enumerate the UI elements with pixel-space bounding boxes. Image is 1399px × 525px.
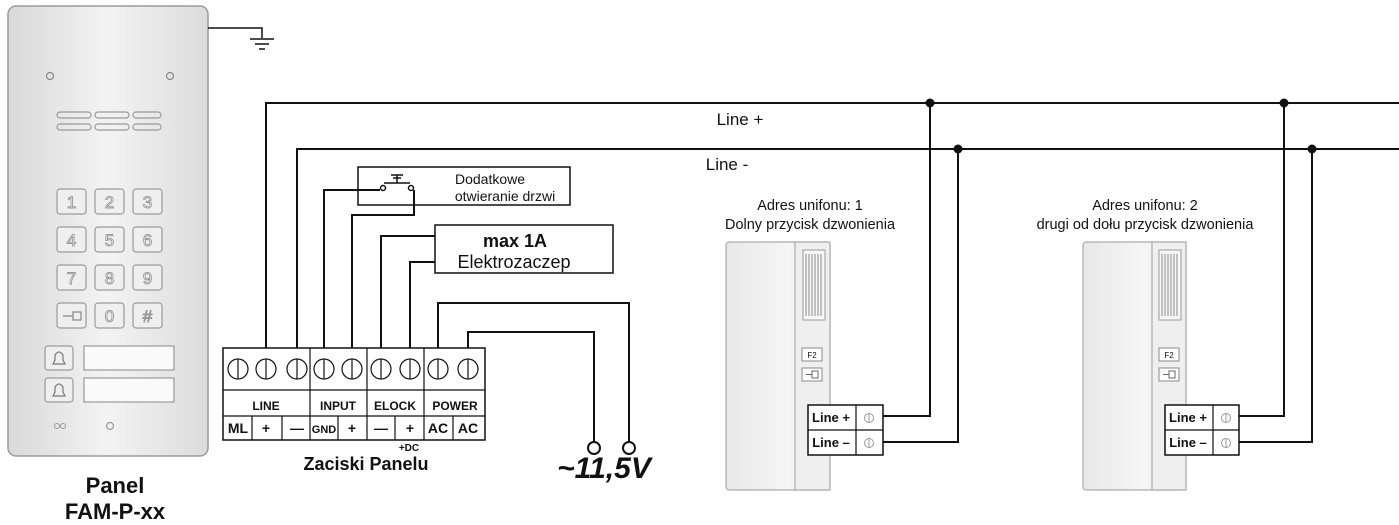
bell-icon bbox=[52, 351, 66, 365]
key-icon bbox=[63, 311, 82, 321]
terminal-pin-label: AC bbox=[458, 420, 478, 436]
panel-title-line1: Panel bbox=[86, 473, 145, 498]
call-button-2[interactable] bbox=[44, 377, 175, 403]
handset-1: Adres unifonu: 1 Dolny przycisk dzwonien… bbox=[725, 198, 896, 491]
terminal-block: LINE INPUT ELOCK POWER ML + — GND + — + AC AC bbox=[222, 347, 486, 441]
group-power-label: POWER bbox=[432, 399, 478, 413]
call-button-1[interactable] bbox=[44, 345, 175, 371]
terminal-pin-label: ML bbox=[228, 420, 249, 436]
terminal-pin-label: — bbox=[290, 420, 304, 436]
f2-button[interactable] bbox=[1158, 347, 1180, 362]
screw-icon bbox=[105, 421, 115, 431]
door-button-label-2: otwieranie drzwi bbox=[455, 188, 555, 204]
screw-icon bbox=[864, 413, 874, 423]
terminal-pin-label: + bbox=[262, 420, 270, 436]
terminal-block-caption: Zaciski Panelu bbox=[303, 454, 428, 474]
earpiece-grille bbox=[802, 249, 826, 321]
f2-button[interactable] bbox=[801, 347, 823, 362]
keypad-key-6[interactable]: 6 bbox=[132, 226, 163, 253]
keypad-key-label: 8 bbox=[105, 269, 114, 288]
keypad-key-1[interactable]: 1 bbox=[56, 188, 87, 215]
door-open-button[interactable] bbox=[1158, 367, 1180, 382]
screw-icon bbox=[45, 71, 55, 81]
junction-dots bbox=[925, 98, 1317, 154]
keypad-key-label: 6 bbox=[143, 231, 152, 250]
terminal-pin-label: — bbox=[374, 420, 388, 436]
electric-lock-box: max 1A Elektrozaczep bbox=[434, 224, 614, 274]
line-plus-label: Line + bbox=[717, 110, 764, 129]
f2-label: F2 bbox=[807, 351, 817, 360]
earpiece-grille bbox=[1158, 249, 1182, 321]
handset-2-button: drugi od dołu przycisk dzwonienia bbox=[1037, 217, 1255, 233]
keypad-key-8[interactable]: 8 bbox=[94, 264, 125, 291]
keypad-key-label: # bbox=[143, 307, 153, 326]
keypad-key-label: 5 bbox=[105, 231, 114, 250]
power-voltage: ~11,5V bbox=[557, 452, 654, 485]
group-line-label: LINE bbox=[252, 399, 279, 413]
keypad-key-label: 4 bbox=[67, 231, 76, 250]
pushbutton-icon bbox=[379, 174, 415, 192]
terminal-pin-label: AC bbox=[428, 420, 448, 436]
keypad-key-0[interactable]: 0 bbox=[94, 302, 125, 329]
elock-max-current: max 1A bbox=[483, 231, 547, 251]
key-icon bbox=[1163, 370, 1176, 379]
terminal-pin-label: + bbox=[348, 420, 356, 436]
handset-2: Adres unifonu: 2 drugi od dołu przycisk … bbox=[1037, 198, 1255, 491]
group-input-label: INPUT bbox=[320, 399, 357, 413]
door-panel: 1 2 3 4 5 6 7 8 9 0 # bbox=[7, 5, 274, 457]
elock-label: Elektrozaczep bbox=[457, 252, 570, 272]
handset-1-line-plus: Line + bbox=[812, 410, 850, 425]
panel-title-line2: FAM-P-xx bbox=[65, 499, 166, 524]
dc-note: +DC bbox=[399, 443, 419, 454]
keypad-key-label: 7 bbox=[67, 269, 76, 288]
door-button-label-1: Dodatkowe bbox=[455, 171, 525, 187]
handset-2-line-plus: Line + bbox=[1169, 410, 1207, 425]
keypad-key-label: 2 bbox=[105, 193, 114, 212]
bus-wires bbox=[265, 102, 1399, 443]
handset-1-button: Dolny przycisk dzwonienia bbox=[725, 217, 896, 233]
handset-1-address: Adres unifonu: 1 bbox=[757, 198, 863, 214]
f2-label: F2 bbox=[1164, 351, 1174, 360]
keypad-key-label: 9 bbox=[143, 269, 152, 288]
power-terminal-icon bbox=[587, 441, 601, 455]
keypad-key-4[interactable]: 4 bbox=[56, 226, 87, 253]
handset-1-line-minus: Line – bbox=[812, 435, 850, 450]
keypad-key-hash[interactable]: # bbox=[132, 302, 163, 329]
ground-icon bbox=[250, 38, 274, 50]
handset-2-line-minus: Line – bbox=[1169, 435, 1207, 450]
keypad-key-label: 3 bbox=[143, 193, 152, 212]
keypad-key-label: 1 bbox=[67, 193, 76, 212]
terminal-pin-label: + bbox=[406, 420, 414, 436]
group-elock-label: ELOCK bbox=[374, 399, 416, 413]
input-wires bbox=[323, 189, 415, 348]
keypad-key-label: 0 bbox=[105, 307, 114, 326]
elock-wires bbox=[380, 235, 435, 348]
keypad-key-9[interactable]: 9 bbox=[132, 264, 163, 291]
mic-icon bbox=[54, 423, 60, 429]
keypad-key-3[interactable]: 3 bbox=[132, 188, 163, 215]
name-plate bbox=[83, 377, 175, 403]
key-icon bbox=[806, 370, 819, 379]
bell-icon bbox=[52, 383, 66, 397]
door-release-button: Dodatkowe otwieranie drzwi bbox=[357, 166, 571, 206]
screw-icon bbox=[165, 71, 175, 81]
keypad-key-7[interactable]: 7 bbox=[56, 264, 87, 291]
power-wires bbox=[437, 302, 630, 442]
screw-icon bbox=[864, 438, 874, 448]
door-open-button[interactable] bbox=[801, 367, 823, 382]
line-minus-label: Line - bbox=[706, 155, 749, 174]
screw-icon bbox=[1221, 413, 1231, 423]
keypad-key-door[interactable] bbox=[56, 302, 87, 329]
keypad: 1 2 3 4 5 6 7 8 9 0 # bbox=[56, 188, 163, 329]
handset-2-address: Adres unifonu: 2 bbox=[1092, 198, 1198, 214]
keypad-key-2[interactable]: 2 bbox=[94, 188, 125, 215]
screw-icon bbox=[1221, 438, 1231, 448]
speaker-grille bbox=[56, 111, 162, 131]
name-plate bbox=[83, 345, 175, 371]
power-terminal-icon bbox=[622, 441, 636, 455]
terminal-pin-label: GND bbox=[312, 424, 337, 436]
keypad-key-5[interactable]: 5 bbox=[94, 226, 125, 253]
